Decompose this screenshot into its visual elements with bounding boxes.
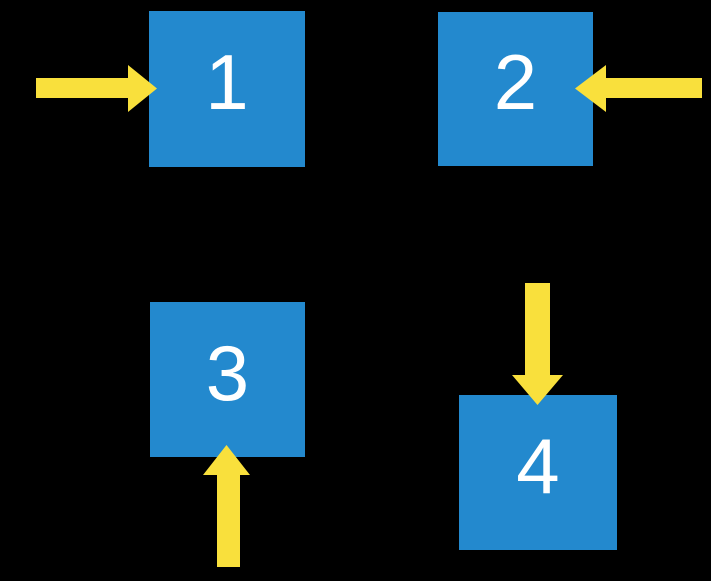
- square-4-label: 4: [516, 421, 560, 510]
- arrow-up-icon: [203, 445, 250, 567]
- square-4: 4: [459, 395, 617, 550]
- square-3-label: 3: [205, 328, 250, 417]
- square-3: 3: [150, 302, 305, 457]
- arrow-left-icon: [575, 65, 702, 112]
- square-1: 1: [149, 11, 305, 167]
- square-2: 2: [438, 12, 593, 166]
- square-2-label: 2: [493, 38, 538, 126]
- arrow-down-icon: [512, 283, 563, 405]
- square-1-label: 1: [205, 38, 249, 126]
- arrow-right-icon: [36, 65, 157, 112]
